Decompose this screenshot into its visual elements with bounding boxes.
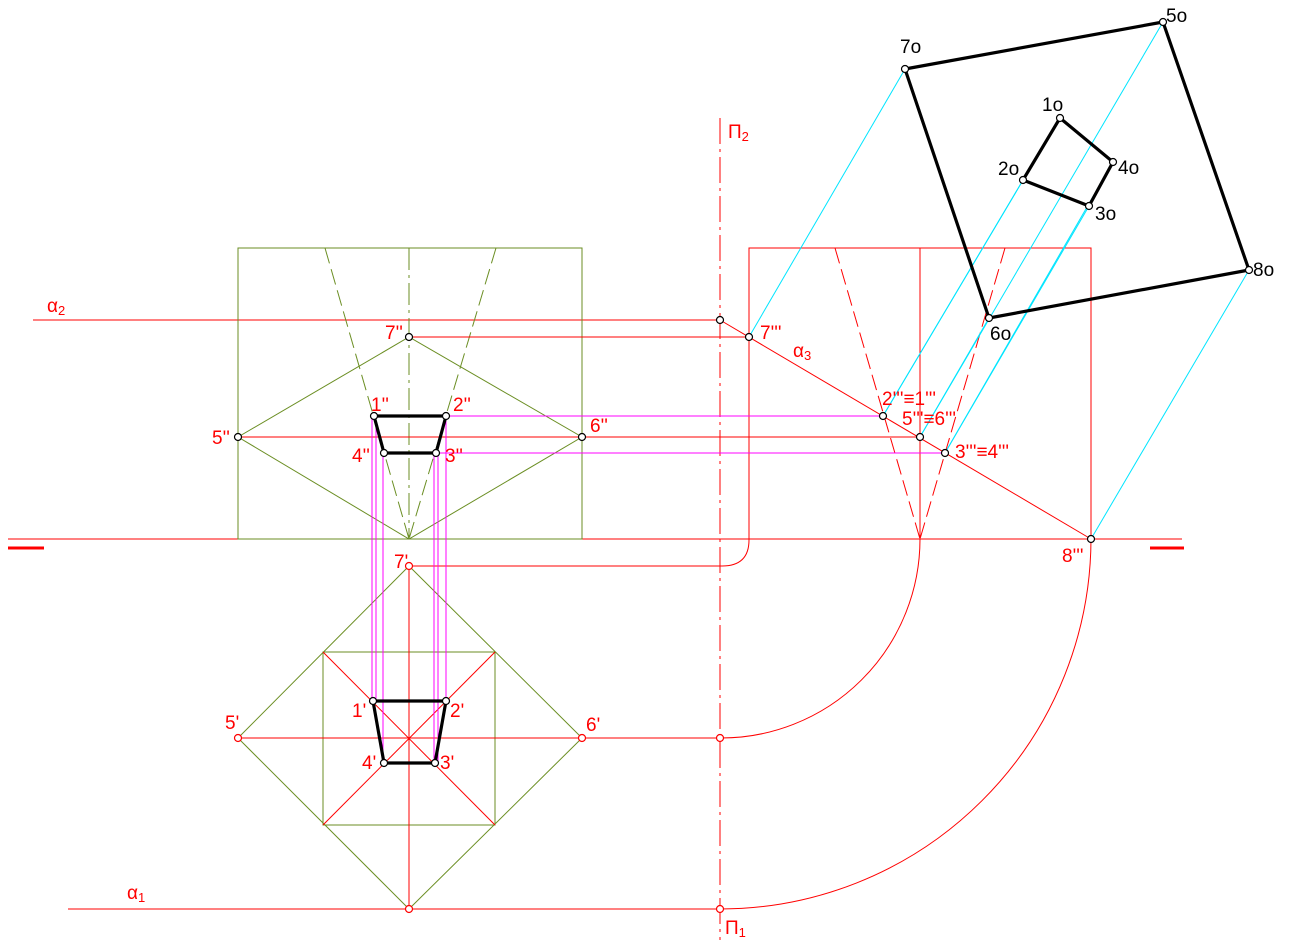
- point-1-front: [369, 411, 379, 421]
- point-4-front: [379, 448, 389, 458]
- label-3-front: 3'': [445, 446, 463, 467]
- label-1-true: 1o: [1042, 95, 1063, 116]
- label-7-true: 7o: [900, 37, 921, 58]
- axes-group: [8, 118, 1184, 940]
- point-3-front: [431, 448, 441, 458]
- transfer-arc-6: [719, 538, 921, 739]
- label-8-true: 8o: [1253, 260, 1274, 281]
- label-4-true: 4o: [1118, 158, 1139, 179]
- label-pi1: П1: [725, 918, 746, 940]
- label-34-side: 3'''≡4''': [955, 442, 1009, 463]
- label-2-top: 2': [450, 701, 464, 722]
- label-5-top: 5': [225, 713, 239, 734]
- label-5-true: 5o: [1166, 6, 1187, 27]
- label-1-top: 1': [352, 701, 366, 722]
- point-8-true: [1244, 265, 1254, 275]
- point-56-side: [915, 432, 925, 442]
- front-section-trapezoid: [372, 414, 448, 455]
- top-view-construction: [238, 336, 920, 909]
- label-alpha3: α3: [793, 341, 811, 363]
- point-3-true: [1084, 201, 1094, 211]
- point-8-top: [404, 904, 414, 914]
- label-1-front: 1'': [371, 395, 389, 416]
- point-2-true: [1018, 175, 1028, 185]
- side-view-solid: [719, 247, 1092, 910]
- label-3-true: 3o: [1095, 204, 1116, 225]
- point-axis-8-transfer: [715, 904, 725, 914]
- projector-6-true: [919, 317, 990, 438]
- point-4-true: [1108, 157, 1118, 167]
- plane-trace-alpha3: [719, 319, 1092, 540]
- point-2-top: [441, 696, 451, 706]
- points-red: [233, 561, 725, 914]
- point-34-side: [940, 448, 950, 458]
- point-7-side: [744, 332, 754, 342]
- top-to-side-transfer-7: [409, 337, 750, 567]
- label-alpha1: α1: [127, 883, 145, 905]
- front-view-solid: [237, 247, 583, 540]
- point-6-true: [984, 313, 994, 323]
- true-shape-outer-square: [903, 20, 1251, 320]
- point-7-true: [900, 64, 910, 74]
- point-5-true: [1158, 17, 1168, 27]
- point-8-side: [1086, 534, 1096, 544]
- point-3-top: [430, 758, 440, 768]
- point-6-front: [577, 432, 587, 442]
- projector-4-true: [944, 161, 1114, 454]
- projector-8-true: [1090, 269, 1250, 540]
- point-axis-alpha2: [715, 315, 725, 325]
- point-6-top: [577, 733, 587, 743]
- point-21-side: [878, 411, 888, 421]
- point-5-top: [233, 733, 243, 743]
- label-alpha2: α2: [47, 296, 65, 318]
- point-7-top: [404, 561, 414, 571]
- label-4-front: 4'': [352, 446, 370, 467]
- point-1-true: [1055, 113, 1065, 123]
- front-view-hidden-edge-left: [324, 247, 410, 540]
- point-4-top: [379, 758, 389, 768]
- label-56-side: 5'''≡6''': [902, 409, 956, 430]
- transfer-arc-8: [719, 538, 1092, 910]
- point-1-top: [368, 696, 378, 706]
- front-view-prism-outline: [237, 247, 583, 540]
- point-axis-6-transfer: [715, 733, 725, 743]
- label-2-front: 2'': [453, 395, 471, 416]
- front-view-pyramid-base: [237, 336, 583, 540]
- label-7-side: 7''': [760, 323, 781, 344]
- section-projectors: [371, 415, 945, 763]
- label-7-front: 7'': [385, 323, 403, 344]
- front-view-hidden-edge-right: [408, 247, 497, 540]
- label-6-true: 6o: [990, 324, 1011, 345]
- point-7-front: [404, 332, 414, 342]
- label-6-top: 6': [586, 715, 600, 736]
- point-2-front: [441, 411, 451, 421]
- points-black: [233, 17, 1254, 768]
- label-4-top: 4': [362, 753, 376, 774]
- label-7-top: 7': [394, 552, 408, 573]
- projector-7-true: [748, 68, 906, 338]
- label-8-side: 8''': [1062, 546, 1083, 567]
- side-view-hidden-edge-left: [834, 247, 921, 540]
- label-21-side: 2'''≡1''': [882, 389, 936, 410]
- label-2-true: 2o: [998, 159, 1019, 180]
- point-5-front: [233, 432, 243, 442]
- label-pi2: П2: [728, 122, 749, 144]
- side-view-hidden-edge-right: [919, 247, 1006, 540]
- label-3-top: 3': [440, 753, 454, 774]
- label-5-front: 5'': [212, 428, 230, 449]
- label-6-front: 6'': [590, 416, 608, 437]
